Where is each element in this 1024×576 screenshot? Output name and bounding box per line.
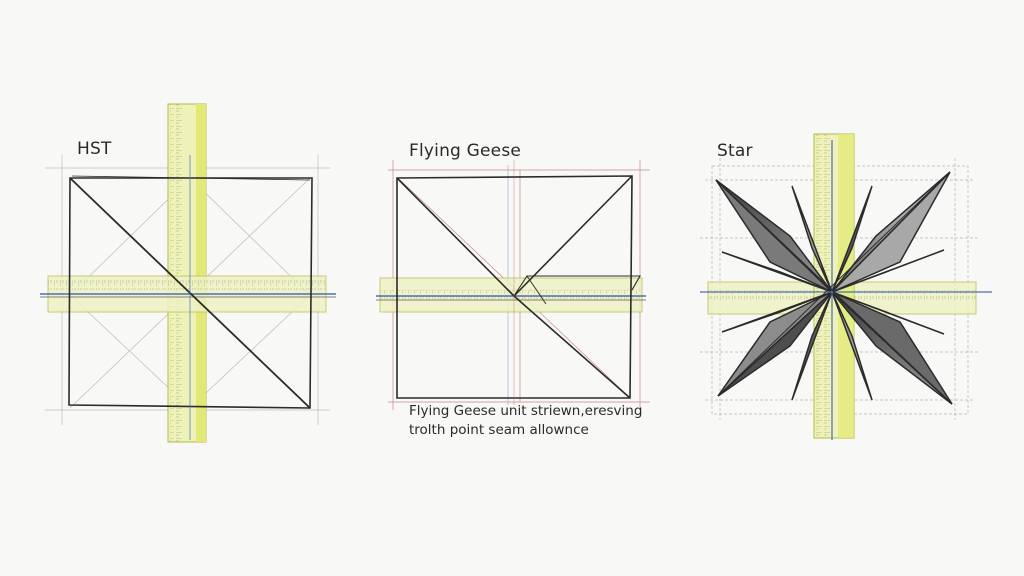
star-block bbox=[700, 133, 992, 440]
hst-block bbox=[40, 103, 336, 443]
hst-vertical-ruler bbox=[167, 103, 207, 443]
hst-horizontal-ruler bbox=[40, 275, 336, 313]
flying-geese-caption: Flying Geese unit striewn,eresving trolt… bbox=[409, 402, 649, 440]
flying-geese-ruler bbox=[376, 277, 646, 313]
hst-label: HST bbox=[77, 139, 112, 159]
star-label: Star bbox=[717, 141, 753, 161]
flying-geese-label: Flying Geese bbox=[409, 141, 522, 161]
caption-line-1: Flying Geese unit striewn,eresving bbox=[409, 403, 643, 419]
caption-line-2: trolth point seam allownce bbox=[409, 422, 589, 438]
flying-geese-block bbox=[376, 160, 650, 410]
